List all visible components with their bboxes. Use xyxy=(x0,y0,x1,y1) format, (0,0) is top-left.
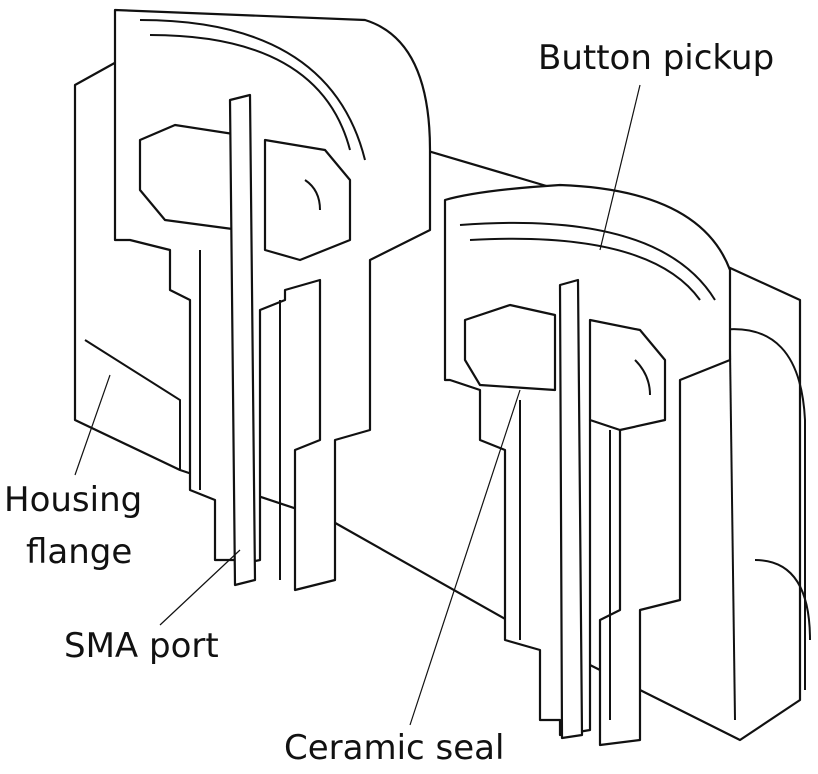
label-housing-flange-line1: Housing xyxy=(4,480,143,520)
label-ceramic-seal: Ceramic seal xyxy=(284,728,505,768)
leader-sma-port xyxy=(159,549,241,626)
leader-button-pickup xyxy=(599,84,641,251)
label-sma-port: SMA port xyxy=(64,626,219,666)
right-pickup-cutaway xyxy=(443,183,732,747)
leader-ceramic-seal xyxy=(409,389,521,726)
label-housing-flange-line2: flange xyxy=(26,532,133,572)
leader-housing-flange xyxy=(74,374,111,476)
label-button-pickup: Button pickup xyxy=(538,38,775,78)
left-pickup-cutaway xyxy=(113,8,432,592)
